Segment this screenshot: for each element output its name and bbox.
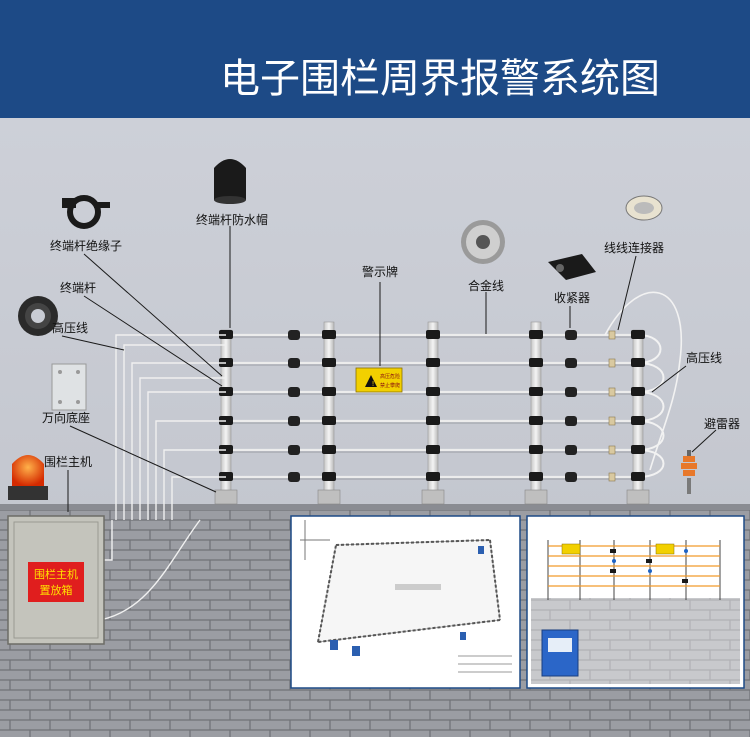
host-box-line1: 围栏主机 [34,567,78,581]
label-sign: 警示牌 [362,264,398,279]
label-hv-wire: 高压线 [52,320,88,335]
terminal-post-icon [18,296,58,336]
lightning-arrester [681,450,697,494]
post-base [524,489,548,505]
post-base [421,489,445,505]
tensioner-icon [548,254,596,280]
label-tensioner: 收紧器 [554,291,590,305]
label-hv-wire-right: 高压线 [686,350,722,365]
alloy-wire-spool-icon [461,220,505,264]
header-band [0,0,750,118]
label-connector: 线线连接器 [604,240,664,255]
alarm-lamp-icon [8,455,48,500]
post-base [214,489,238,505]
host-cabinet-plate [28,562,84,602]
insulator-icon [62,195,110,229]
lead-wires [60,334,226,621]
host-box-line2: 置放箱 [40,583,73,597]
svg-text:!: ! [372,380,375,388]
intermediate-post [421,321,445,505]
label-terminal-post: 终端杆 [60,280,96,295]
label-alloy-wire: 合金线 [468,278,504,293]
sign-text-line2: 禁止攀爬 [380,382,400,389]
component-labels: 终端杆防水帽 终端杆绝缘子 终端杆 高压线 万向底座 围栏主机 警示牌 合金线 … [42,212,740,469]
label-arrester: 避雷器 [704,417,740,431]
post-base [626,489,650,505]
post-base [317,489,341,505]
fence-posts [214,321,650,505]
base-icon [51,363,87,411]
cap-icon [214,159,246,204]
host-cabinet: 围栏主机 置放箱 [7,515,105,645]
tensioners-on-wires [288,330,577,482]
sign-text-line1: 高压危险 [380,373,400,380]
wire-connectors [608,330,616,482]
intermediate-post [524,321,548,505]
label-base: 万向底座 [42,410,90,425]
wire-loops [604,291,683,478]
warning-sign: ! 高压危险 禁止攀爬 [355,367,403,393]
label-cap: 终端杆防水帽 [196,212,268,227]
intermediate-post [317,321,341,505]
wall-top [0,504,750,510]
inset-perimeter-layout [290,515,521,689]
inset-wiring-schematic [526,515,745,689]
leader-lines [61,226,717,512]
diagram-title: 电子围栏周界报警系统图 [220,56,660,102]
sky-background [0,118,750,510]
wire-connector-icon [625,195,663,221]
label-host: 围栏主机 [44,454,92,469]
label-insulator: 终端杆绝缘子 [50,238,122,253]
